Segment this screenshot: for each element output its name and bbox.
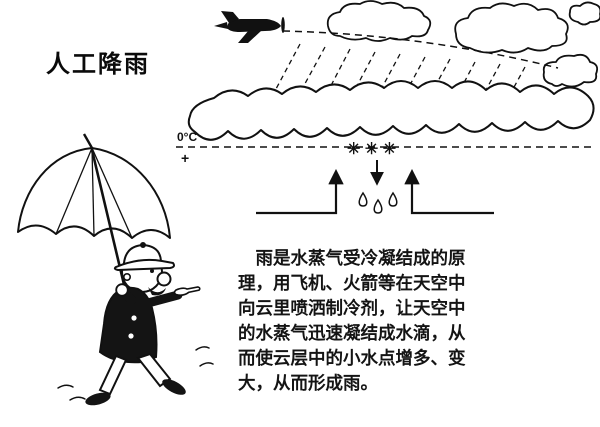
plus-label: + — [181, 150, 189, 166]
front-shoe — [162, 379, 186, 395]
cloud-corner — [568, 1, 600, 26]
mouth — [148, 287, 166, 296]
page-title: 人工降雨 — [46, 51, 150, 78]
umbrella-man — [17, 133, 214, 406]
button — [128, 333, 134, 339]
ear — [123, 272, 132, 281]
button — [131, 315, 137, 321]
airplane-icon — [214, 11, 285, 43]
right-arm — [143, 290, 183, 308]
cloud-band — [187, 80, 595, 141]
eye — [150, 269, 154, 273]
motion-lines — [57, 346, 214, 401]
walking-man — [57, 242, 214, 406]
back-shoe — [85, 392, 111, 406]
cap-icon — [113, 242, 175, 271]
explanation-text: 雨是水蒸气受冷凝结成的原 理，用飞机、火箭等在天空中 向云里喷洒制冷剂，让天空中… — [238, 248, 466, 393]
updraft-arrow-right — [404, 168, 494, 215]
cloud-right-small — [542, 53, 599, 88]
left-hand — [115, 283, 129, 297]
raindrops — [358, 191, 398, 214]
raindrop-icon — [388, 191, 398, 207]
cloud-top-center — [326, 0, 432, 42]
raindrop-icon — [373, 198, 383, 214]
spray-top-line — [282, 30, 559, 69]
raindrop-icon — [358, 191, 368, 207]
clouds-upper — [326, 0, 600, 88]
freezing-label: 0°C — [177, 130, 197, 144]
updraft-arrow-left — [256, 168, 344, 215]
freezing-line-group: 0°C + — [176, 130, 596, 166]
jacket — [98, 286, 158, 364]
pointing-hand — [173, 286, 201, 297]
snowflakes-icon: ✳ ✳ ✳ — [347, 141, 396, 158]
front-leg — [136, 352, 172, 388]
cloud-top-right — [454, 2, 569, 54]
nose — [156, 271, 172, 287]
back-leg — [98, 354, 128, 396]
